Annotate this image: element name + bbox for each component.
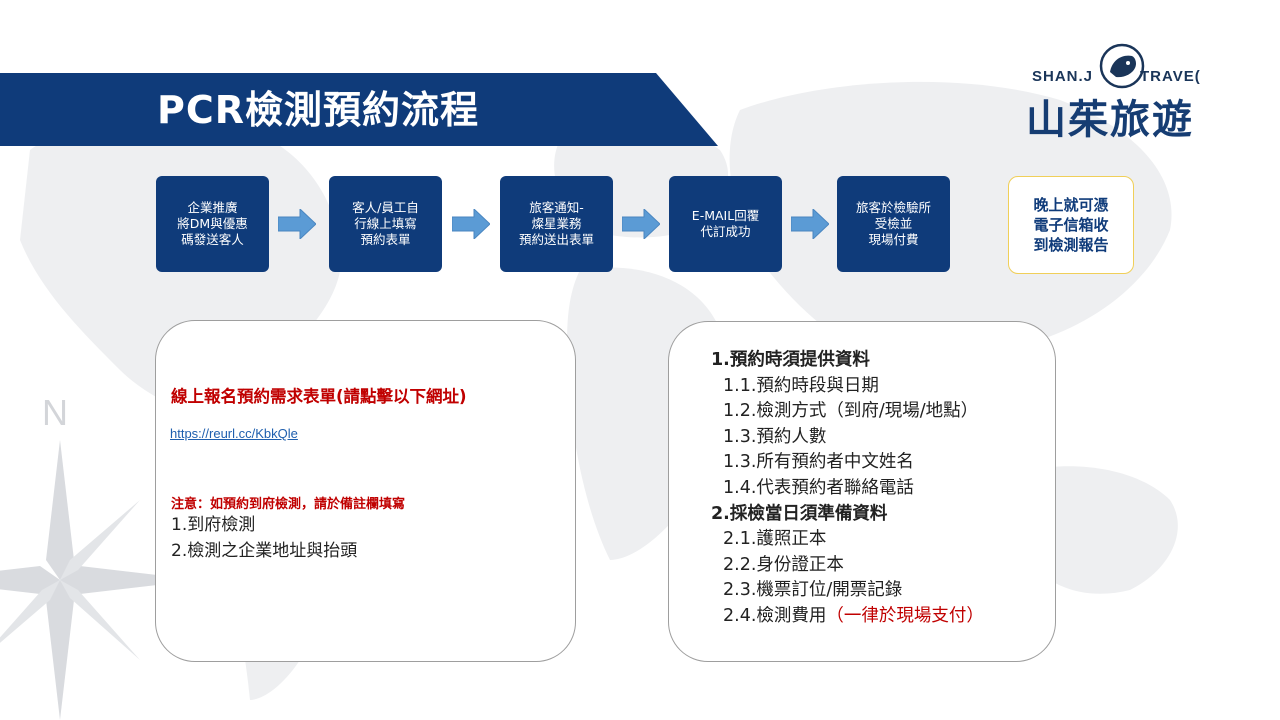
requirements-card: 1.預約時須提供資料 1.1.預約時段與日期 1.2.檢測方式（到府/現場/地點… — [668, 321, 1056, 662]
requirements-item-fee: 2.4.檢測費用（一律於現場支付） — [711, 604, 984, 630]
logo-english-right: TRAVE( — [1140, 68, 1201, 85]
boar-head-icon — [1099, 43, 1145, 89]
requirements-item: 1.4.代表預約者聯絡電話 — [723, 477, 914, 498]
flow-step-5: 旅客於檢驗所 受檢並 現場付費 — [837, 176, 950, 272]
flow-step-2: 客人/員工自 行線上填寫 預約表單 — [329, 176, 442, 272]
report-note-box: 晚上就可憑 電子信箱收 到檢測報告 — [1008, 176, 1134, 274]
requirements-item: 2.2.身份證正本 — [723, 554, 844, 575]
form-url-link[interactable]: https://reurl.cc/KbkQle — [170, 426, 298, 441]
shanj-travel-logo: SHAN.J TRAVE( 山茱旅遊 — [1022, 42, 1222, 150]
form-card-title: 線上報名預約需求表單(請點擊以下網址) — [171, 387, 467, 406]
flow-step-3: 旅客通知- 燦星業務 預約送出表單 — [500, 176, 613, 272]
fee-payment-note: （一律於現場支付） — [826, 605, 984, 626]
requirements-item: 1.3.預約人數 — [723, 426, 827, 447]
compass-north-label: N — [42, 392, 68, 433]
logo-english-left: SHAN.J — [1032, 68, 1094, 85]
requirements-section-2-title: 2.採檢當日須準備資料 — [711, 503, 888, 524]
form-card-note: 注意：如預約到府檢測，請於備註欄填寫 — [171, 497, 406, 512]
requirements-item: 1.3.所有預約者中文姓名 — [723, 452, 914, 473]
flow-step-1: 企業推廣 將DM與優惠 碼發送客人 — [156, 176, 269, 272]
form-card-item: 2.檢測之企業地址與抬頭 — [171, 541, 358, 561]
arrow-right-icon — [452, 209, 490, 239]
arrow-right-icon — [278, 209, 316, 239]
requirements-item: 1.1.預約時段與日期 — [723, 375, 879, 396]
fee-item-label: 2.4.檢測費用 — [723, 605, 827, 626]
requirements-list: 1.預約時須提供資料 1.1.預約時段與日期 1.2.檢測方式（到府/現場/地點… — [711, 348, 984, 630]
compass-rose-icon — [0, 440, 200, 720]
title-banner — [0, 73, 718, 146]
requirements-item: 1.2.檢測方式（到府/現場/地點） — [723, 401, 979, 422]
logo-chinese-name: 山茱旅遊 — [1026, 97, 1194, 143]
online-form-card: 線上報名預約需求表單(請點擊以下網址) https://reurl.cc/Kbk… — [155, 320, 576, 662]
flow-step-4: E-MAIL回覆 代訂成功 — [669, 176, 782, 272]
requirements-item: 2.3.機票訂位/開票記錄 — [723, 580, 903, 601]
form-card-item: 1.到府檢測 — [171, 515, 256, 535]
requirements-item: 2.1.護照正本 — [723, 529, 827, 550]
arrow-right-icon — [622, 209, 660, 239]
slide-title: PCR檢測預約流程 — [157, 88, 479, 132]
arrow-right-icon — [791, 209, 829, 239]
requirements-section-1-title: 1.預約時須提供資料 — [711, 350, 870, 370]
